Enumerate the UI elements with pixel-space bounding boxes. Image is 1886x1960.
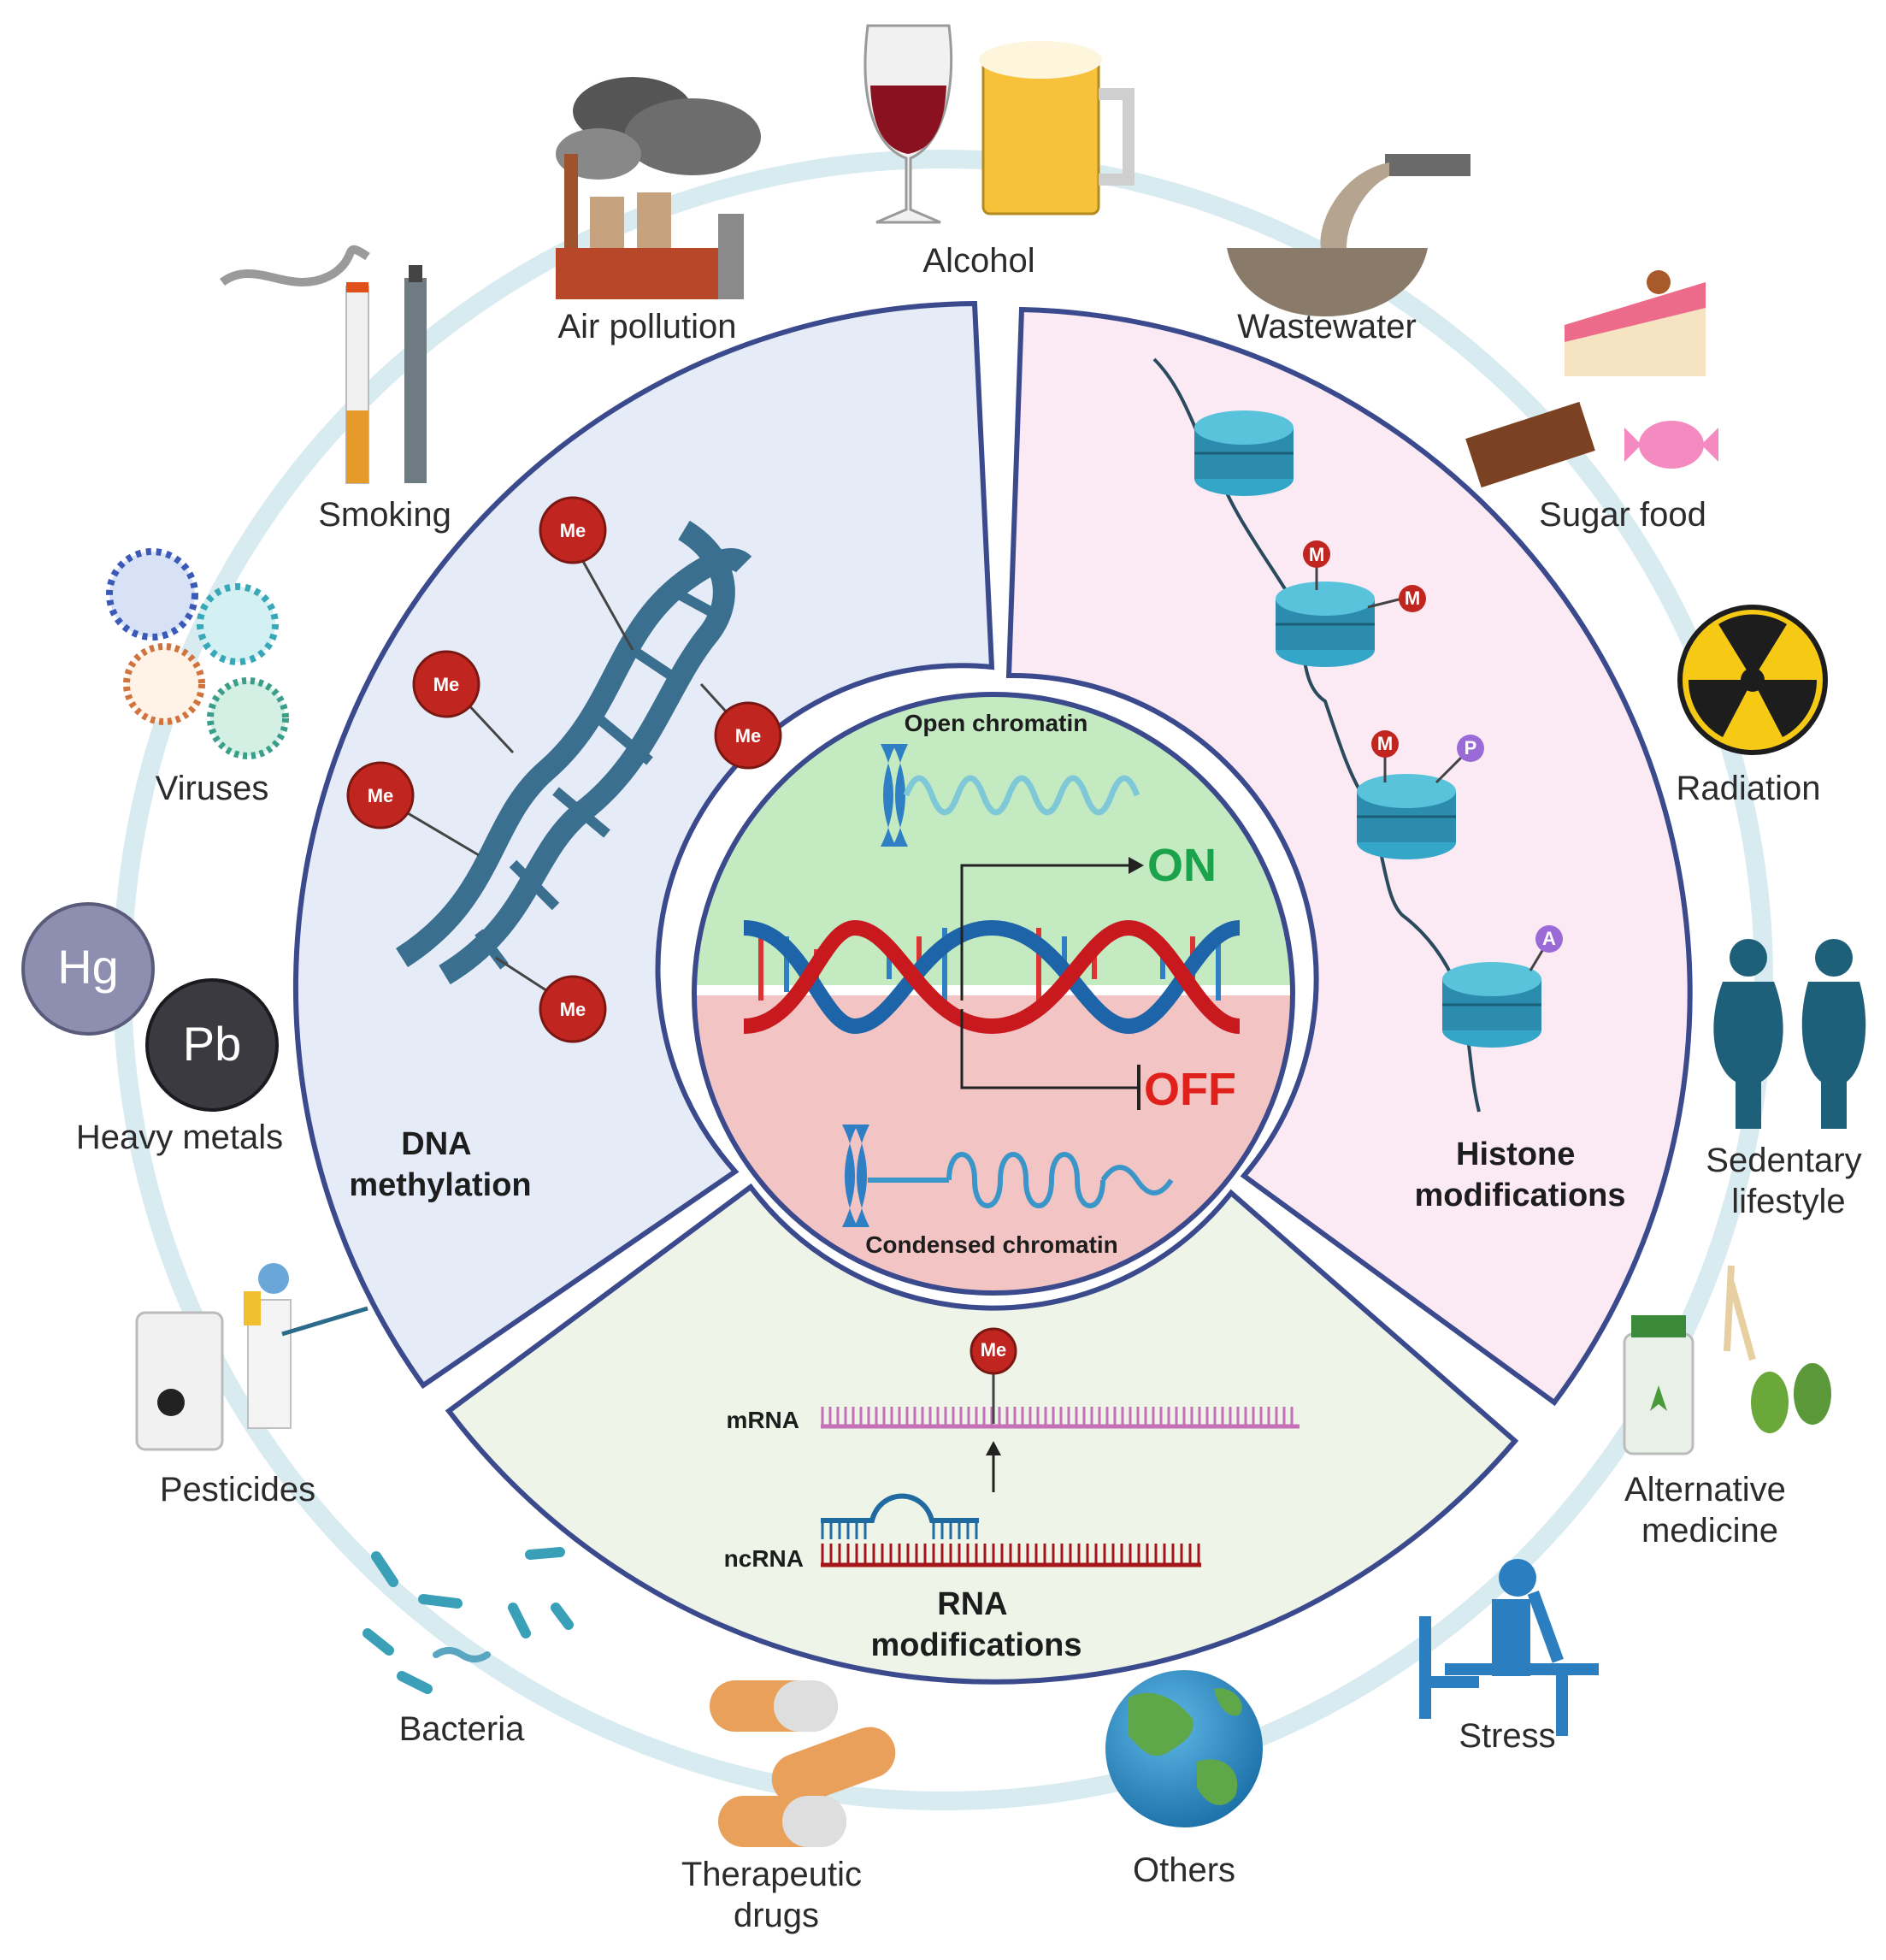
svg-text:Me: Me (560, 999, 586, 1020)
air-pollution-icon (556, 77, 761, 299)
bacteria-icon (362, 1547, 574, 1694)
viruses-label: Viruses (156, 770, 269, 807)
condensed-chromatin-fiber (868, 1152, 1174, 1208)
methyl-group: Me (346, 761, 415, 829)
stress-icon (1419, 1559, 1599, 1736)
others-globe-icon (1105, 1670, 1263, 1827)
off-label: OFF (1144, 1064, 1236, 1115)
methyl-group: Me (539, 975, 607, 1043)
svg-text:Me: Me (433, 674, 460, 695)
alcohol-icon (863, 24, 1135, 224)
on-arrow (960, 864, 1129, 1001)
histone-modifications-panel (1005, 306, 1693, 1407)
wastewater-label: Wastewater (1237, 308, 1417, 345)
open-chromosome-icon (881, 744, 908, 847)
svg-text:P: P (1465, 737, 1477, 759)
heavy-metals-label: Heavy metals (76, 1119, 283, 1156)
bacteria-label: Bacteria (399, 1710, 525, 1748)
mrna-strand (821, 1407, 1300, 1429)
histone-modifications-title: Histone modifications (1414, 1136, 1625, 1213)
methylated-dna-helix (395, 520, 752, 985)
therapeutic-drugs-icon (710, 1680, 896, 1847)
smoking-icon (220, 245, 427, 484)
rna-modifications-panel (445, 1183, 1519, 1685)
svg-text:M: M (1309, 544, 1324, 565)
open-chromatin-label: Open chromatin (905, 710, 1088, 736)
alternative-medicine-label: Alternative medicine (1624, 1471, 1795, 1550)
heavy-metals-icon (21, 902, 279, 1112)
smoking-label: Smoking (318, 496, 451, 534)
condensed-chromatin-label: Condensed chromatin (865, 1231, 1118, 1258)
rna-modifications-title: RNA modifications (870, 1586, 1082, 1663)
dna-methylation-title: DNA methylation (349, 1126, 531, 1203)
off-arrow (960, 1009, 1139, 1089)
condensed-chromosome-icon (842, 1125, 869, 1227)
air-pollution-label: Air pollution (557, 308, 736, 345)
nucleosome (1357, 774, 1456, 859)
svg-text:M: M (1377, 733, 1393, 754)
sedentary-lifestyle-icon (1713, 939, 1866, 1129)
others-label: Others (1133, 1851, 1235, 1889)
on-label: ON (1147, 840, 1217, 891)
nucleosome (1194, 410, 1294, 496)
methyl-group: Me (539, 496, 607, 564)
alternative-medicine-icon (1623, 1265, 1831, 1455)
wastewater-icon (1227, 154, 1470, 316)
svg-text:A: A (1542, 928, 1556, 949)
chromatin-center: Open chromatin Condensed chromatin ON OF… (692, 692, 1295, 1296)
on-arrow-head (1129, 857, 1144, 874)
pb-label: Pb (183, 1017, 242, 1071)
radiation-label: Radiation (1676, 770, 1820, 807)
methyl-groups: Me Me Me Me Me (346, 496, 782, 1043)
pesticides-icon (135, 1263, 368, 1451)
pesticides-label: Pesticides (160, 1471, 315, 1508)
mrna-label: mRNA (726, 1407, 799, 1433)
ncrna-label: ncRNA (724, 1545, 804, 1572)
viruses-icon (106, 548, 289, 759)
mrna-methyl-label: Me (981, 1339, 1007, 1361)
methyl-group: Me (412, 650, 480, 718)
methyl-group: Me (714, 701, 782, 770)
therapeutic-drugs-label: Therapeutic drugs (681, 1856, 871, 1934)
sugar-food-label: Sugar food (1539, 496, 1706, 534)
svg-text:Me: Me (735, 725, 762, 747)
alcohol-label: Alcohol (922, 242, 1034, 280)
ncrna-strand (821, 1493, 1201, 1567)
open-chromatin-fiber (903, 775, 1140, 816)
rna-regulation-arrow-head (986, 1441, 1001, 1455)
nucleosome (1276, 582, 1375, 667)
radiation-icon (1677, 605, 1828, 755)
svg-text:Me: Me (368, 785, 394, 806)
svg-text:M: M (1405, 587, 1420, 609)
svg-text:Me: Me (560, 520, 586, 541)
mrna-methyl-group (970, 1327, 1017, 1375)
histone-marks: M M M P A (1303, 540, 1563, 971)
stress-label: Stress (1459, 1717, 1555, 1755)
sugar-food-icon (1465, 270, 1718, 488)
hg-label: Hg (57, 940, 119, 994)
nucleosome (1442, 962, 1541, 1048)
central-dna-helix (743, 919, 1241, 1035)
sedentary-lifestyle-label: Sedentary lifestyle (1706, 1142, 1871, 1220)
